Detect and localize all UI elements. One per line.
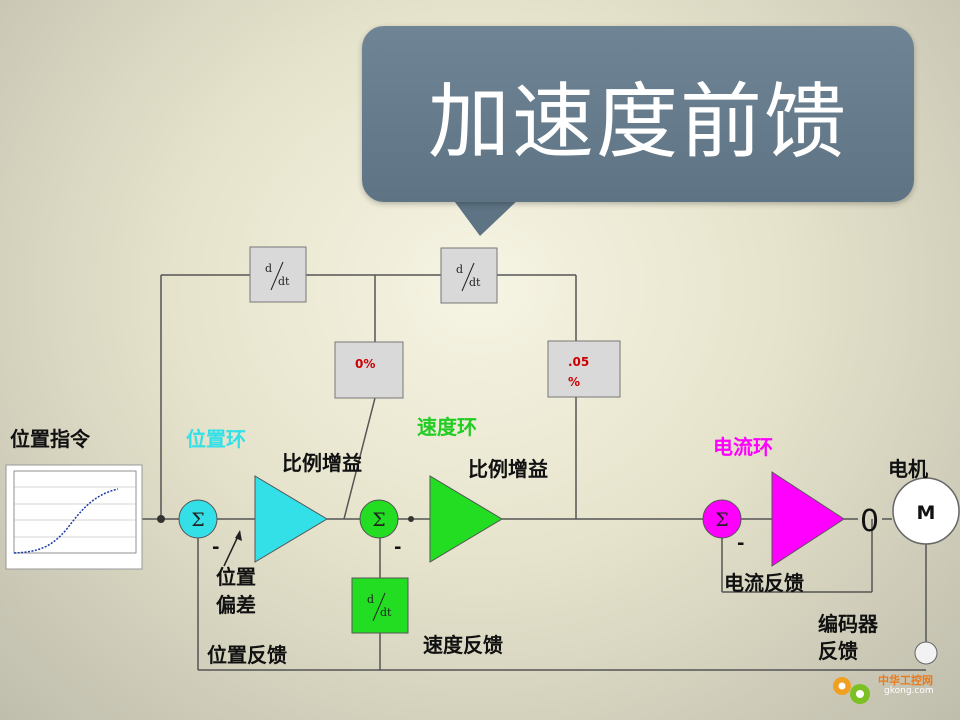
position-feedback-label: 位置反馈 (207, 643, 287, 667)
sigma-symbol: Σ (715, 509, 728, 531)
derivative-block-speed: d dt (351, 577, 409, 634)
motor-label: 电机 (888, 457, 928, 481)
position-command-label: 位置指令 (10, 427, 91, 451)
position-gain-amplifier (254, 475, 328, 563)
gain-unit: % (568, 375, 580, 389)
encoder-feedback-label-1: 编码器 (818, 612, 879, 636)
page-title: 加速度前馈 (427, 74, 848, 170)
speed-gain-amplifier (429, 475, 503, 563)
title-bubble: 加速度前馈 (362, 26, 914, 202)
speed-sum-junction: Σ (359, 499, 399, 539)
watermark-domain: gkong.com (884, 686, 934, 696)
current-loop-label: 电流环 (713, 435, 773, 459)
speed-loop-label: 速度环 (417, 415, 477, 439)
prop-gain-label-2: 比例增益 (468, 457, 548, 481)
prop-gain-label-1: 比例增益 (282, 451, 362, 475)
derivative-block-2: d dt (440, 247, 498, 304)
position-command-chart (5, 464, 143, 570)
gain-value: .05 (568, 355, 589, 369)
derivative-block-1: d dt (249, 246, 307, 303)
deriv-dt: dt (469, 276, 481, 289)
position-error-label-2: 偏差 (216, 593, 256, 617)
deriv-d: d (456, 263, 463, 276)
watermark-text: 中华工控网 (878, 674, 933, 687)
motor-symbol: M (917, 502, 936, 524)
current-sum-junction: Σ (702, 499, 742, 539)
encoder (914, 641, 938, 665)
zero-output: 0 (860, 504, 879, 539)
position-error-label-1: 位置 (216, 565, 256, 589)
deriv-d: d (265, 262, 272, 275)
position-loop-label: 位置环 (186, 427, 246, 451)
minus-sign: - (394, 537, 401, 558)
deriv-d: d (367, 593, 374, 606)
minus-sign: - (212, 537, 219, 558)
title-bubble-tail (452, 198, 520, 236)
signal-lines (142, 274, 927, 671)
speed-feedback-label: 速度反馈 (423, 633, 503, 657)
current-gain-amplifier (771, 471, 845, 567)
feedforward-gain-block-1: 0% (334, 341, 404, 399)
deriv-dt: dt (278, 275, 290, 288)
gear-icon (833, 677, 870, 704)
motor: M (892, 477, 960, 545)
junction-dot (157, 515, 165, 523)
junction-dot (408, 516, 414, 522)
minus-sign: - (737, 533, 744, 554)
position-sum-junction: Σ (178, 499, 218, 539)
feedforward-gain-block-2: .05 % (547, 340, 621, 398)
deriv-dt: dt (380, 606, 392, 619)
sigma-symbol: Σ (191, 509, 204, 531)
gain-value: 0% (355, 357, 375, 371)
watermark-logo: 中华工控网 gkong.com (828, 664, 952, 712)
position-error-arrow (223, 530, 242, 567)
encoder-feedback-label-2: 反馈 (818, 639, 858, 663)
current-feedback-label: 电流反馈 (724, 571, 804, 595)
sigma-symbol: Σ (372, 509, 385, 531)
